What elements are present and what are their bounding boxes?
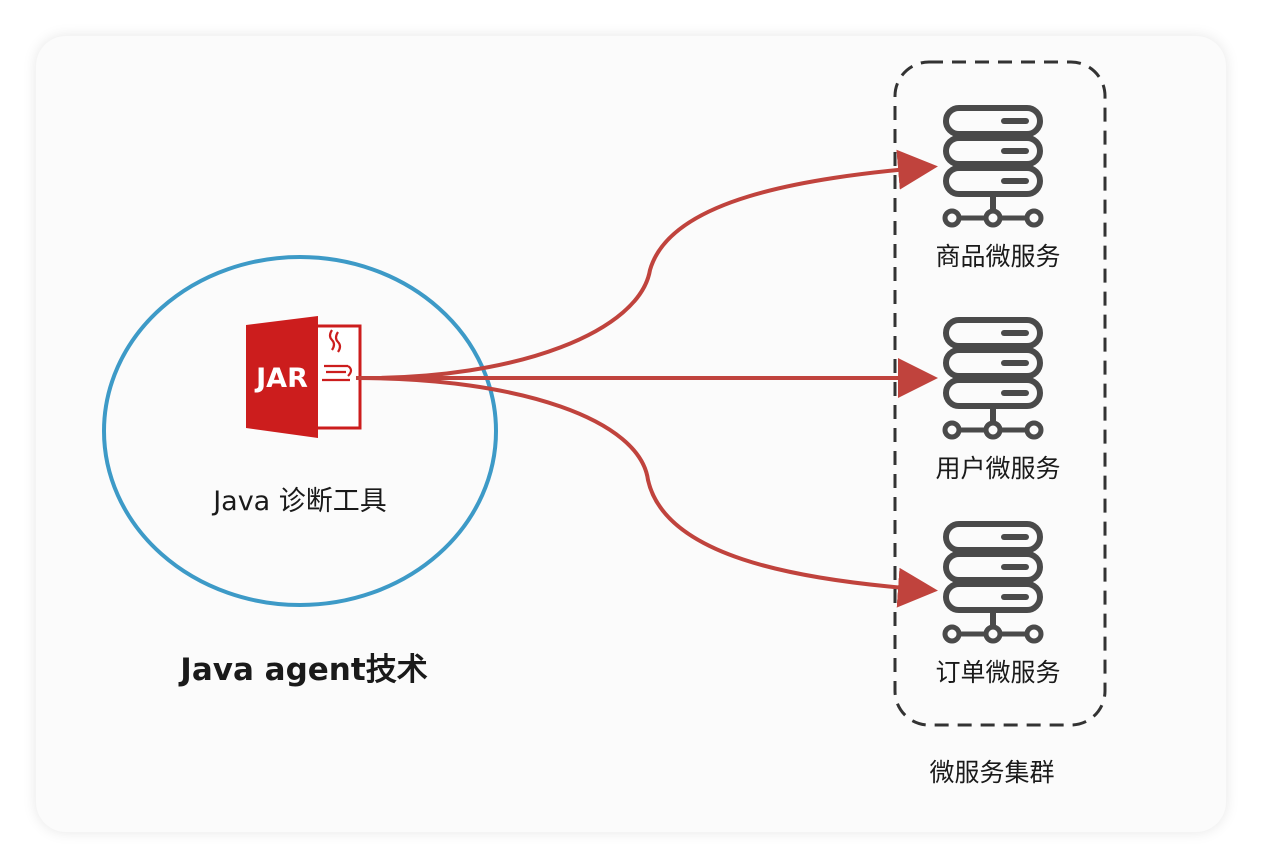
arrow-to-product-service: [355, 149, 938, 381]
service-label: 商品微服务: [935, 242, 1060, 271]
server-icon: [945, 108, 1041, 225]
server-icon: [945, 524, 1041, 641]
service-label: 用户微服务: [935, 454, 1060, 483]
cluster-label: 微服务集群: [929, 758, 1054, 787]
server-icon: [945, 320, 1041, 437]
agent-circle: [102, 255, 498, 607]
microservice-cluster-box: [893, 60, 1107, 727]
arrow-to-order-service: [355, 376, 938, 608]
java-cup-icon: [322, 329, 353, 382]
technique-label: Java agent技术: [178, 652, 427, 688]
jar-text: JAR: [254, 363, 308, 394]
jar-file-icon: JAR: [246, 316, 362, 438]
service-label: 订单微服务: [935, 658, 1060, 687]
tool-label: Java 诊断工具: [211, 486, 387, 517]
